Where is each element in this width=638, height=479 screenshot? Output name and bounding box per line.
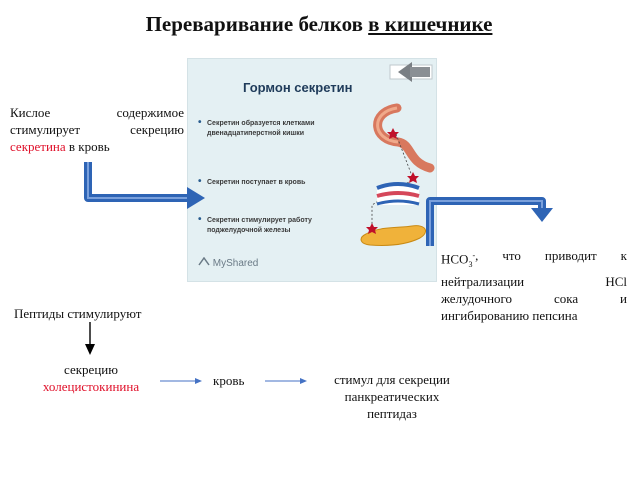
myshared-logo-icon — [198, 257, 210, 266]
left-text-block: Кислое содержимое стимулирует секрецию с… — [10, 105, 184, 154]
slide-bullet-1: Секретин образуется клетками двенадцатип… — [198, 118, 359, 139]
watermark: MyShared — [198, 257, 258, 269]
slide-connector-lines — [371, 133, 413, 230]
title-part1: Переваривание белков — [145, 12, 369, 36]
blood-text: кровь — [213, 373, 245, 388]
blood-vessel-icon — [376, 172, 420, 206]
intestine-icon — [373, 103, 435, 173]
stimulus-text: стимул для секреции панкреатических пепт… — [334, 372, 450, 421]
blue-arrow-2-head — [531, 208, 553, 222]
page-title: Переваривание белков в кишечнике — [0, 12, 638, 37]
slide-title: Гормон секретин — [243, 80, 353, 95]
back-arrow-icon — [389, 62, 433, 82]
slide-bullet-3: Секретин стимулирует работу поджелудочно… — [198, 215, 337, 236]
watermark-text: MyShared — [212, 258, 259, 269]
blue-arrow-2 — [426, 197, 546, 246]
cck-secretion-text: секрецию холецистокинина — [22, 361, 160, 395]
pancreas-icon — [360, 223, 427, 246]
peptides-text: Пептиды стимулируют — [14, 306, 142, 321]
blue-arrow-1 — [84, 162, 190, 202]
blue-arrow-1-head — [187, 187, 205, 209]
cck-term: холецистокинина — [42, 379, 140, 394]
title-part2: в кишечнике — [368, 12, 493, 36]
slide-bullet-2: Секретин поступает в кровь — [198, 177, 359, 188]
secretin-term: секретина — [10, 139, 66, 154]
